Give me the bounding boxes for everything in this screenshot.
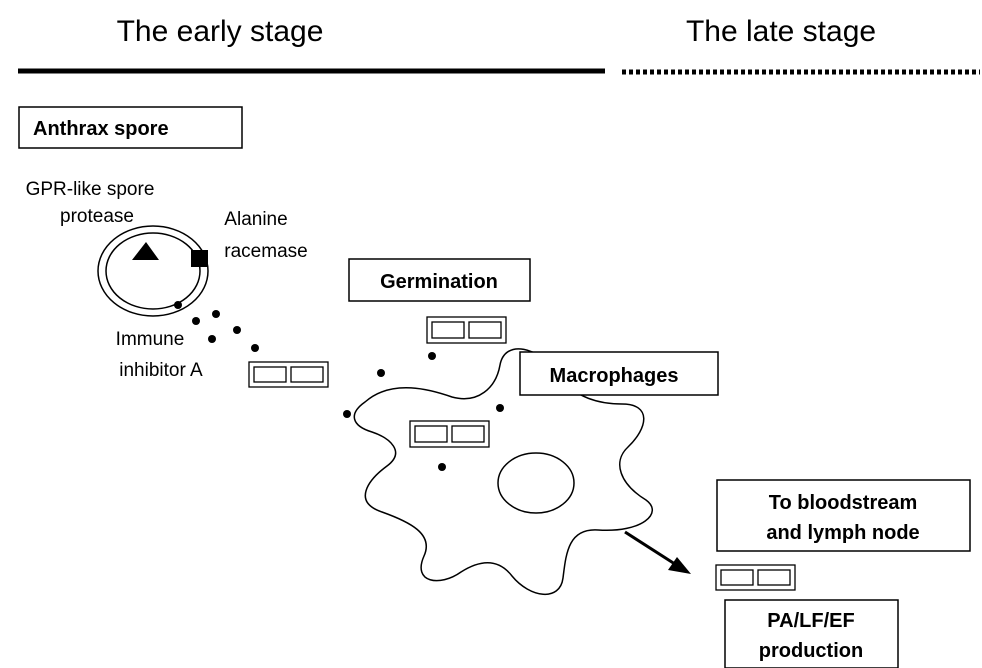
inhibitor-dot (208, 335, 216, 343)
protease-triangle-icon (132, 242, 159, 260)
bloodstream-label-line2: and lymph node (766, 522, 919, 544)
anthrax-spore-label: Anthrax spore (33, 118, 169, 140)
bloodstream-box: To bloodstream and lymph node (716, 479, 971, 552)
racemase-label-line2: racemase (224, 241, 307, 262)
germination-box: Germination (348, 258, 531, 302)
production-label-line1: PA/LF/EF (767, 610, 854, 632)
production-label-line2: production (759, 640, 863, 662)
bacterium-icon (248, 361, 329, 388)
macrophages-label: Macrophages (550, 365, 679, 387)
spread-arrow-icon (624, 530, 691, 574)
bloodstream-label-line1: To bloodstream (769, 492, 918, 514)
immune-inhibitor-label-line1: Immune (116, 329, 185, 350)
racemase-square-icon (191, 250, 208, 267)
bacterium-icon (426, 316, 507, 344)
inhibitor-dot (377, 369, 385, 377)
inhibitor-dot (174, 301, 182, 309)
inhibitor-dot (343, 410, 351, 418)
late-stage-title: The late stage (686, 15, 876, 48)
macrophage-cell (353, 348, 653, 595)
production-box: PA/LF/EF production (724, 599, 899, 668)
immune-inhibitor-label-line2: inhibitor A (119, 360, 203, 381)
germination-label: Germination (380, 271, 498, 293)
anthrax-spore-box: Anthrax spore (18, 106, 243, 149)
protease-label-line2: protease (60, 206, 134, 227)
early-stage-title: The early stage (117, 15, 324, 48)
inhibitor-dot (251, 344, 259, 352)
racemase-label-line1: Alanine (224, 209, 287, 230)
protease-label-line1: GPR-like spore (26, 179, 155, 200)
spore-shape (97, 225, 209, 317)
inhibitor-dot (233, 326, 241, 334)
inhibitor-dot (496, 404, 504, 412)
macrophage-nucleus (497, 452, 575, 514)
inhibitor-dot (212, 310, 220, 318)
macrophages-box: Macrophages (519, 351, 719, 396)
immune-inhibitor-dots (174, 301, 504, 471)
bacterium-icon (715, 564, 796, 591)
inhibitor-dot (428, 352, 436, 360)
inhibitor-dot (438, 463, 446, 471)
inhibitor-dot (192, 317, 200, 325)
bacterium-icon (409, 420, 490, 448)
